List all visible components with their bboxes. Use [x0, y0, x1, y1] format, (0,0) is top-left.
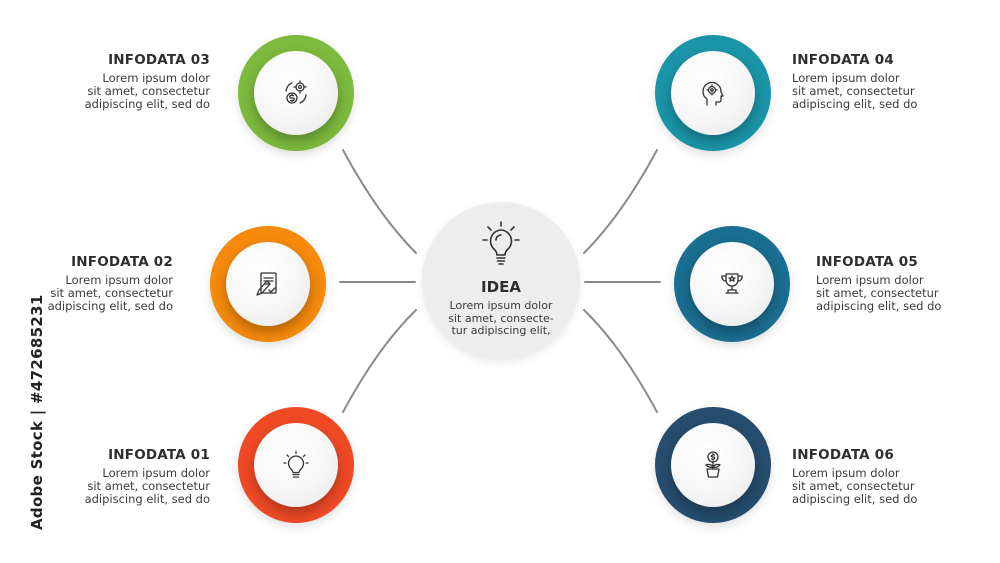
center-idea-circle: IDEA Lorem ipsum dolor sit amet, consect…	[422, 202, 580, 360]
infodata-06-label: INFODATA 06 Lorem ipsum dolor sit amet, …	[792, 447, 992, 506]
connector-line-04	[583, 149, 658, 254]
infodata-05-label: INFODATA 05 Lorem ipsum dolor sit amet, …	[816, 254, 1000, 313]
lightbulb-icon	[283, 450, 309, 478]
infodata-04-inner-circle	[671, 51, 755, 135]
infodata-06-inner-circle	[671, 423, 755, 507]
infodata-01-title: INFODATA 01	[108, 447, 210, 463]
infodata-02-label: INFODATA 02 Lorem ipsum dolor sit amet, …	[0, 254, 173, 313]
lightbulb-icon	[482, 221, 520, 265]
connector-line-01	[342, 309, 417, 413]
infodata-01-node	[238, 407, 354, 523]
infodata-06-node	[655, 407, 771, 523]
money-plant-icon	[705, 451, 721, 478]
document-pen-icon	[256, 272, 277, 296]
center-description: Lorem ipsum dolor sit amet, consecte- tu…	[448, 299, 554, 337]
infodata-04-label: INFODATA 04 Lorem ipsum dolor sit amet, …	[792, 52, 992, 111]
stock-watermark: Adobe Stock | #472685231	[28, 294, 46, 530]
money-gear-cycle-icon	[285, 80, 307, 104]
infodata-01-label: INFODATA 01 Lorem ipsum dolor sit amet, …	[10, 447, 210, 506]
infodata-03-label: INFODATA 03 Lorem ipsum dolor sit amet, …	[10, 52, 210, 111]
infodata-06-title: INFODATA 06	[792, 447, 894, 463]
infodata-04-node	[655, 35, 771, 151]
center-title: IDEA	[481, 278, 521, 296]
connector-line-06	[583, 309, 658, 413]
infodata-03-title: INFODATA 03	[108, 52, 210, 68]
infodata-02-inner-circle	[226, 242, 310, 326]
trophy-icon	[721, 273, 743, 294]
infodata-04-title: INFODATA 04	[792, 52, 894, 68]
infodata-01-inner-circle	[254, 423, 338, 507]
infodata-05-node	[674, 226, 790, 342]
infodata-02-node	[210, 226, 326, 342]
connector-line-03	[342, 149, 417, 254]
infodata-05-inner-circle	[690, 242, 774, 326]
infodata-02-title: INFODATA 02	[71, 254, 173, 270]
infodata-03-inner-circle	[254, 51, 338, 135]
infodata-05-title: INFODATA 05	[816, 254, 918, 270]
head-gear-icon	[702, 81, 724, 106]
infodata-03-node	[238, 35, 354, 151]
